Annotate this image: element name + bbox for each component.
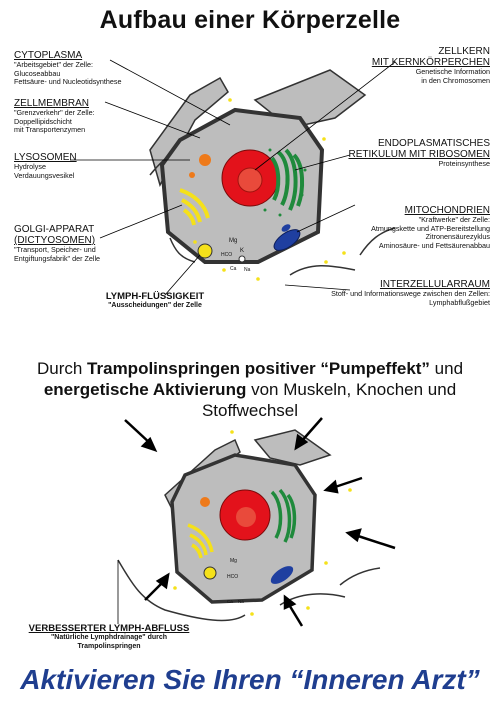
mitochondrion-bottom [270,566,294,584]
label-cytoplasma: CYTOPLASMA "Arbeitsgebiet" der Zelle: Gl… [14,50,122,87]
label-verbesserter-lymph-abfluss: VERBESSERTER LYMPH-ABFLUSS "Natürliche L… [28,623,190,650]
ion-na: Na [244,267,251,273]
interstitial-line [289,264,356,276]
golgi-apparatus [179,188,210,226]
er-bottom [270,488,297,543]
ion-hco3-bottom: HCO [227,574,239,580]
golgi-bottom [187,523,214,559]
label-zellmembran: ZELLMEMBRAN "Grenzverkehr" der Zelle: Do… [14,98,95,135]
leader-lines [70,59,396,296]
flow-markers-bottom [173,430,352,616]
ribosomes [263,148,307,217]
mitochondrion [273,229,301,251]
lysosome [189,172,195,178]
ion-na-bottom: Na [238,599,244,604]
interstitial-line-3 [169,237,196,263]
ion-mg-bottom: Mg [230,558,237,564]
flow-markers [193,98,346,281]
label-zellkern: ZELLKERN MIT KERNKÖRPERCHEN Genetische I… [371,46,490,85]
statement-line-1: Durch Trampolinspringen positiver “Pumpe… [36,359,464,378]
label-lysosomen: LYSOSOMEN Hydrolyse Verdauungsvesikel [14,152,77,180]
lymph-vesicle-bottom [203,566,217,580]
label-lymph: LYMPH-FLÜSSIGKEIT "Ausscheidungen" der Z… [105,291,205,309]
ion-ca-bottom: Ca [227,599,233,604]
lysosome [199,154,211,166]
page-title: Aufbau einer Körperzelle [99,6,401,34]
label-er: ENDOPLASMATISCHES RETIKULUM MIT RIBOSOME… [348,138,491,168]
nucleolus [237,167,263,193]
ion-k: K [240,248,245,254]
pump-arrows [124,417,396,627]
label-interzellularraum: INTERZELLULARRAUM Stoff- und Information… [331,279,490,307]
footer-slogan: Aktivieren Sie Ihren “Inneren Arzt” [20,664,480,695]
endoplasmic-reticulum [270,148,305,211]
ion-ca: Ca [230,266,237,272]
lysosome-bottom [200,497,210,507]
mitochondrion [281,224,291,232]
lymph-vesicle [197,243,213,259]
ion-hco3: HCO [221,252,233,258]
neighbor-cell-right-bottom [253,429,332,466]
label-golgi: GOLGI-APPARAT (DICTYOSOMEN) "Transport, … [14,224,101,263]
interstitial-line-2 [359,227,396,256]
ion-mg: Mg [229,238,238,244]
statement-line-2: energetische Aktivierung von Muskeln, Kn… [43,380,457,420]
label-mitochondrien: MITOCHONDRIEN "Kraftwerke" der Zelle: At… [371,205,490,250]
